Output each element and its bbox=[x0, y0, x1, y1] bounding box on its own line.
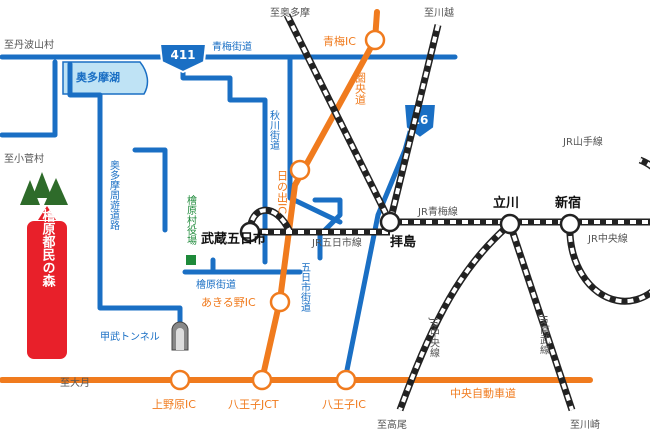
station-haijima bbox=[379, 211, 401, 233]
label-jr-nambu: JR南武線 bbox=[538, 314, 550, 355]
label-shinjuku: 新宿 bbox=[555, 195, 581, 211]
station-tachikawa bbox=[499, 213, 521, 235]
label-ken-o-do: 圏央道 bbox=[354, 72, 367, 105]
destination-box bbox=[25, 206, 69, 361]
label-okutama-lake: 奥多摩湖 bbox=[75, 70, 120, 84]
label-hinohara-kaido: 檜原街道 bbox=[196, 278, 236, 291]
itsukaichi-kaido-road bbox=[312, 197, 343, 261]
label-hinohara-office: 檜原村役場 bbox=[185, 194, 197, 246]
okutama-lake bbox=[62, 61, 149, 95]
route411-road bbox=[180, 54, 268, 265]
label-itsukaichi-kaido: 五日市街道 bbox=[299, 262, 311, 312]
ic-hachioji-jct bbox=[251, 369, 273, 391]
station-shinjuku bbox=[559, 213, 581, 235]
interchange-markers bbox=[169, 29, 386, 391]
label-haijima: 拝島 bbox=[390, 234, 416, 250]
forest-icon bbox=[20, 172, 68, 205]
label-musashi-itsukaichi: 武蔵五日市 bbox=[201, 231, 266, 247]
label-okutama-shuyu: 奥多摩周遊道路 bbox=[108, 159, 120, 231]
kobu-road bbox=[132, 147, 168, 233]
yamanote-loop bbox=[566, 156, 650, 305]
dest-kosuge: 至小菅村 bbox=[4, 152, 44, 165]
ic-uenohara bbox=[169, 369, 191, 391]
station-markers bbox=[239, 211, 581, 243]
dest-tanbayama: 至丹波山村 bbox=[4, 38, 54, 51]
tunnel-icon bbox=[171, 321, 189, 351]
route411-shield: 411 bbox=[158, 43, 208, 74]
ic-ome bbox=[364, 29, 386, 51]
label-ome-kaido: 青梅街道 bbox=[212, 40, 252, 53]
label-jr-chuo-south: JR中央線 bbox=[428, 317, 440, 358]
label-jr-yamanote: JR山手線 bbox=[562, 135, 603, 148]
label-ome-ic: 青梅IC bbox=[323, 34, 356, 48]
label-chuo-expressway: 中央自動車道 bbox=[450, 386, 516, 400]
label-hinode-ic: 日の出IC bbox=[276, 170, 289, 214]
label-jr-ome: JR青梅線 bbox=[417, 205, 458, 218]
ic-hachioji bbox=[335, 369, 357, 391]
dest-takao: 至高尾 bbox=[377, 418, 407, 431]
hinohara-office-marker bbox=[186, 255, 196, 265]
route411-label: 411 bbox=[170, 48, 195, 62]
okutama-shuyu-road bbox=[67, 61, 183, 338]
label-hachioji-ic: 八王子IC bbox=[322, 398, 366, 411]
dest-okutama: 至奥多摩 bbox=[270, 6, 310, 19]
label-akiruno-ic: あきる野IC bbox=[201, 296, 256, 309]
tomin-no-mori-label: 檜原都民の森 bbox=[40, 208, 57, 288]
label-akigawa-kaido: 秋川街道 bbox=[268, 109, 280, 150]
dest-kawasaki: 至川崎 bbox=[570, 418, 600, 431]
ic-hinode bbox=[289, 159, 311, 181]
ic-akiruno bbox=[269, 291, 291, 313]
label-tachikawa: 立川 bbox=[493, 195, 519, 211]
dest-kawagoe: 至川越 bbox=[424, 6, 454, 19]
label-koshu-tunnel: 甲武トンネル bbox=[100, 330, 160, 343]
label-jr-itsukaichi: JR五日市線 bbox=[311, 236, 362, 249]
station-musashi-itsukaichi bbox=[239, 221, 261, 243]
label-uenohara-ic: 上野原IC bbox=[152, 398, 196, 411]
kosuge-road bbox=[0, 59, 58, 138]
dest-otsuki: 至大月 bbox=[60, 376, 90, 389]
label-jr-chuo-east: JR中央線 bbox=[587, 232, 628, 245]
label-hachioji-jct: 八王子JCT bbox=[228, 398, 279, 411]
akigawa-kaido-road bbox=[287, 54, 343, 225]
